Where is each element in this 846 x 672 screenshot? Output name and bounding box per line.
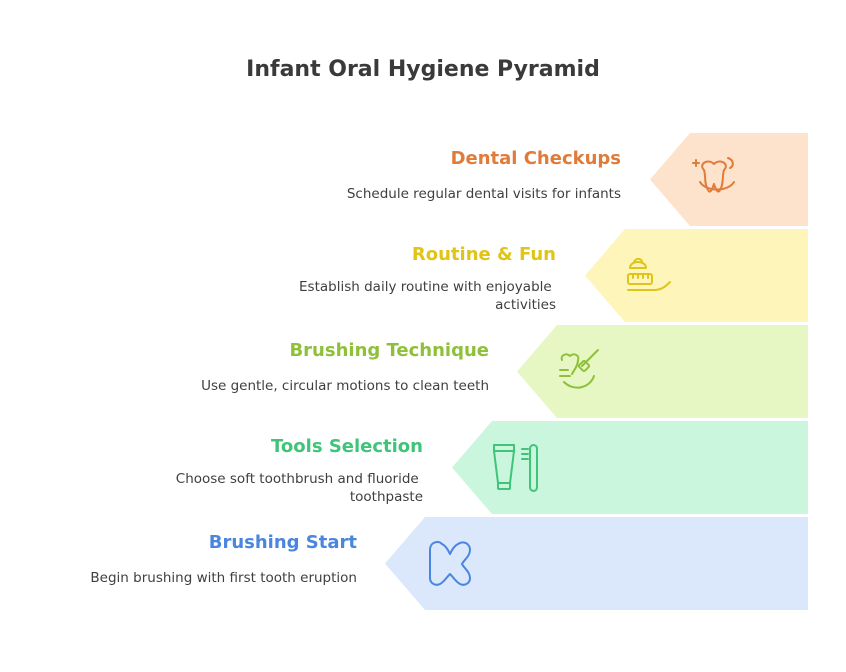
brushing-tooth-icon xyxy=(559,349,599,389)
tier-tools-selection: Tools Selection Choose soft toothbrush a… xyxy=(176,421,808,514)
toothbrush-with-paste-icon xyxy=(627,257,671,291)
tier-title: Brushing Start xyxy=(209,532,358,553)
tier-band xyxy=(650,133,808,226)
tier-title: Tools Selection xyxy=(271,436,423,457)
tier-description: Choose soft toothbrush and fluoride toot… xyxy=(176,471,423,505)
tier-description: Begin brushing with first tooth eruption xyxy=(90,570,357,586)
tier-brushing-start: Brushing Start Begin brushing with first… xyxy=(90,517,808,610)
tier-routine-and-fun: Routine & Fun Establish daily routine wi… xyxy=(299,229,808,322)
tier-band xyxy=(385,517,808,610)
tier-brushing-technique: Brushing Technique Use gentle, circular … xyxy=(201,325,808,418)
tier-dental-checkups: Dental Checkups Schedule regular dental … xyxy=(347,133,808,226)
tier-band xyxy=(585,229,808,322)
tier-band xyxy=(517,325,808,418)
page-title: Infant Oral Hygiene Pyramid xyxy=(246,57,600,82)
tier-description: Schedule regular dental visits for infan… xyxy=(347,186,621,202)
baby-tooth-icon xyxy=(429,541,471,586)
tier-title: Brushing Technique xyxy=(289,340,489,361)
tier-title: Dental Checkups xyxy=(451,148,621,169)
tier-band xyxy=(452,421,808,514)
tooth-icon xyxy=(692,157,735,193)
toothpaste-and-brush-icon xyxy=(493,444,538,492)
tier-description: Use gentle, circular motions to clean te… xyxy=(201,378,489,394)
tier-title: Routine & Fun xyxy=(412,244,556,265)
tier-description: Establish daily routine with enjoyable a… xyxy=(299,279,556,313)
